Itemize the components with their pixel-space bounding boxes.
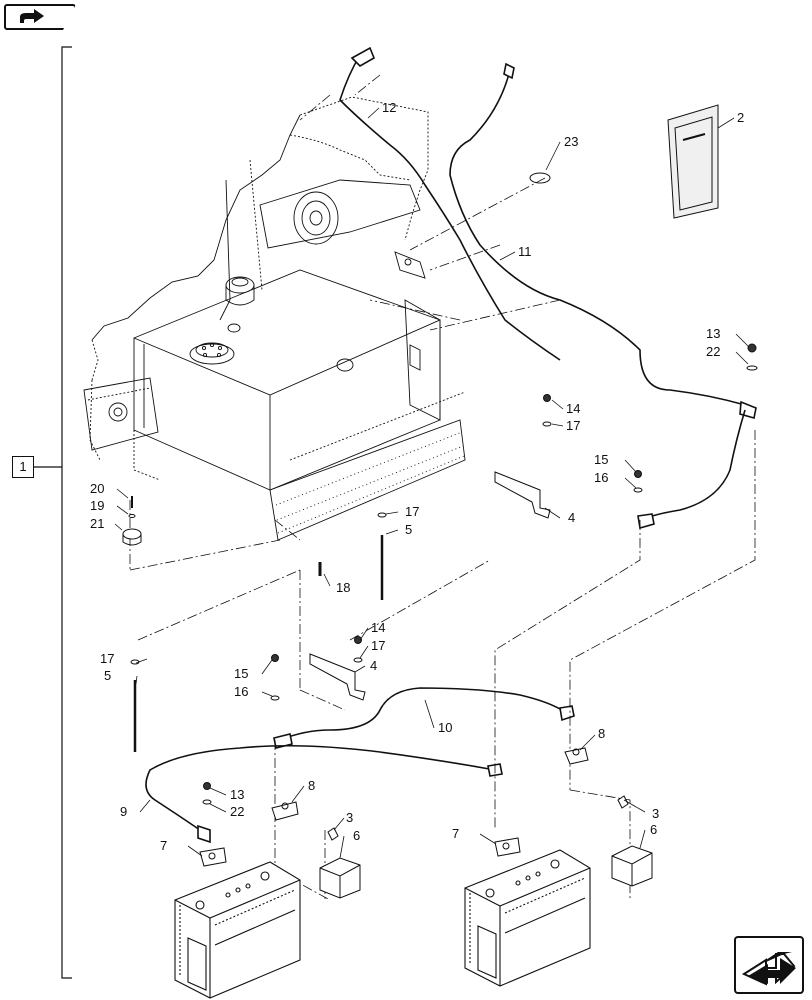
callout-17-right: 17 <box>371 638 385 653</box>
battery-right <box>464 849 591 987</box>
callout-20: 20 <box>90 481 104 496</box>
callout-numbers: 2 3 3 4 4 5 5 6 6 7 7 8 8 9 10 11 12 13 … <box>90 100 744 853</box>
callout-5-lower: 5 <box>104 668 111 683</box>
callout-6-left: 6 <box>353 828 360 843</box>
assembly-bracket <box>34 46 72 979</box>
callout-2: 2 <box>737 110 744 125</box>
callout-18: 18 <box>336 580 350 595</box>
callout-16-lower: 16 <box>234 684 248 699</box>
callout-leaders <box>114 107 749 859</box>
callout-14-upper: 14 <box>566 401 580 416</box>
next-page-arrow-icon <box>741 952 796 986</box>
callout-3-left: 3 <box>346 810 353 825</box>
callout-15-lower: 15 <box>234 666 248 681</box>
callout-9: 9 <box>120 804 127 819</box>
callout-17-upper: 17 <box>566 418 580 433</box>
callout-17-mid: 17 <box>405 504 419 519</box>
callout-15-upper: 15 <box>594 452 608 467</box>
callout-13-lower: 13 <box>230 787 244 802</box>
callout-22-upper: 22 <box>706 344 720 359</box>
callout-12: 12 <box>382 100 396 115</box>
callout-16-upper: 16 <box>594 470 608 485</box>
callout-3-right: 3 <box>652 806 659 821</box>
callout-22-lower: 22 <box>230 804 244 819</box>
callout-17-left: 17 <box>100 651 114 666</box>
callout-13-upper: 13 <box>706 326 720 341</box>
callout-21: 21 <box>90 516 104 531</box>
frame-structure <box>83 96 466 541</box>
callout-19: 19 <box>90 498 104 513</box>
callout-10: 10 <box>438 720 452 735</box>
callout-7-right: 7 <box>452 826 459 841</box>
callout-6-right: 6 <box>650 822 657 837</box>
callout-5-upper: 5 <box>405 522 412 537</box>
navigation-arrow-icon <box>20 9 44 23</box>
callout-8-right: 8 <box>598 726 605 741</box>
top-nav-button[interactable] <box>4 4 76 30</box>
callout-23: 23 <box>564 134 578 149</box>
callout-11: 11 <box>518 244 532 259</box>
battery-left <box>174 861 301 999</box>
next-page-button[interactable] <box>734 936 804 994</box>
leader-lines <box>129 74 756 901</box>
callout-8-left: 8 <box>308 778 315 793</box>
callout-4-upper: 4 <box>568 510 575 525</box>
callout-7-left: 7 <box>160 838 167 853</box>
callout-4-lower: 4 <box>370 658 377 673</box>
assembly-label: 1 <box>12 456 34 478</box>
hardware-parts <box>122 104 758 899</box>
callout-14-lower: 14 <box>371 620 385 635</box>
